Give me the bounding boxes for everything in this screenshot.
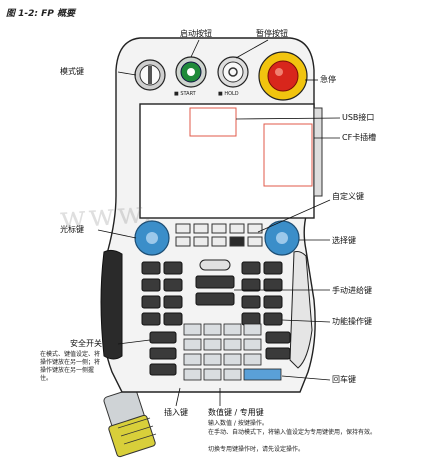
- label-select: 选择键: [332, 236, 356, 245]
- cursor-pad-left: [134, 220, 170, 256]
- label-usb: USB接口: [342, 113, 375, 122]
- label-function: 功能操作键: [332, 317, 372, 326]
- label-start: 启动按钮: [180, 29, 212, 38]
- label-enter: 回车键: [332, 375, 356, 384]
- emergency-stop: [258, 51, 308, 101]
- label-hold: 暂停按钮: [256, 29, 288, 38]
- left-grip: [100, 249, 123, 360]
- jog-keys-left: [141, 261, 183, 326]
- label-numeric: 数值键 / 专用键: [208, 408, 264, 417]
- center-keys: [195, 259, 235, 306]
- cursor-pad-right: [264, 220, 300, 256]
- cable-connector: [103, 388, 157, 458]
- screen: [139, 103, 315, 219]
- label-input: 插入键: [164, 408, 188, 417]
- label-jog: 手动进给键: [332, 286, 372, 295]
- jog-keys-right: [241, 261, 283, 326]
- right-grip: [289, 251, 313, 369]
- figure-title: 图 1-2: FP 概要: [6, 9, 76, 19]
- label-cursor: 光标键: [60, 225, 84, 234]
- menu-keys: [175, 223, 263, 247]
- note-safety: 在模式、键值设定、将操作键放在另一侧；将操作键放在另一侧握住。: [40, 351, 101, 382]
- start-button: [175, 56, 207, 88]
- note-numeric-1: 输入数值 / 按键操作。: [208, 420, 268, 427]
- side-keys: [149, 331, 291, 376]
- hold-caption: ■ HOLD: [218, 91, 239, 97]
- callout-lines: [97, 39, 341, 407]
- label-safety: 安全开关: [70, 339, 102, 348]
- start-caption: ■ START: [174, 91, 196, 97]
- mode-switch: [134, 59, 166, 91]
- note-numeric-2: 在手动、自动模式下，将输入值设定为专用键使用，保持有效。: [208, 429, 377, 436]
- side-slot: [313, 107, 323, 197]
- usb-port-marker: [189, 107, 237, 137]
- note-numeric-3: 切换专用键操作时，请先设定操作。: [208, 446, 305, 453]
- numeric-keypad: [183, 323, 282, 381]
- label-estop: 急停: [320, 75, 336, 84]
- hold-button: [217, 56, 249, 88]
- cf-slot-marker: [263, 123, 313, 187]
- label-menu: 自定义键: [332, 192, 364, 201]
- label-cf: CF卡插槽: [342, 133, 377, 142]
- label-mode: 模式键: [60, 67, 84, 76]
